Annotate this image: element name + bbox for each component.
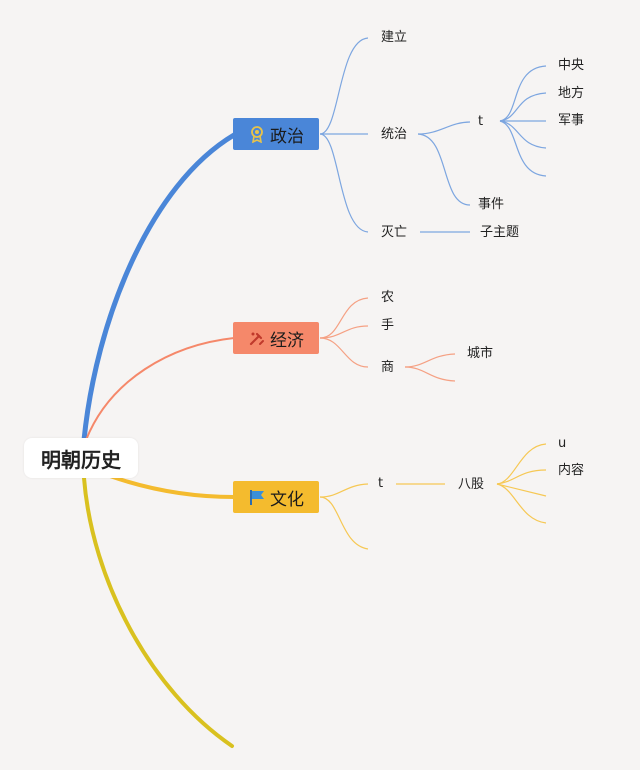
topic-fall[interactable]: 灭亡 bbox=[381, 225, 408, 240]
branch-economy[interactable]: 经济 bbox=[233, 322, 319, 354]
branch-economy-label: 经济 bbox=[270, 330, 304, 351]
topic-local[interactable]: 地方 bbox=[558, 86, 585, 101]
topic-handicraft[interactable]: 手 bbox=[381, 318, 395, 333]
connector-politics-establish bbox=[319, 37, 369, 135]
connector-root-tail bbox=[82, 476, 234, 748]
connector-commerce-empty bbox=[404, 366, 456, 382]
connector-eight-u bbox=[496, 443, 547, 485]
connector-t-central bbox=[499, 65, 547, 122]
topic-events[interactable]: 事件 bbox=[478, 197, 505, 212]
branch-culture-label: 文化 bbox=[270, 489, 304, 510]
root-topic[interactable]: 明朝历史 bbox=[24, 438, 138, 478]
connector-eight-content bbox=[496, 469, 547, 485]
branch-politics-label: 政治 bbox=[270, 126, 304, 147]
connector-economy-agriculture bbox=[319, 297, 369, 339]
connector-root-economy bbox=[85, 337, 235, 441]
topic-eight-legged[interactable]: 八股 bbox=[458, 477, 485, 492]
connector-eight-empty-2 bbox=[496, 483, 547, 524]
topic-culture-t[interactable]: t bbox=[378, 476, 384, 491]
topic-content[interactable]: 内容 bbox=[558, 463, 585, 478]
connector-t-empty-2 bbox=[499, 120, 547, 177]
topic-subtopic[interactable]: 子主题 bbox=[480, 225, 520, 240]
connector-root-politics bbox=[81, 132, 237, 443]
connector-economy-commerce bbox=[319, 337, 369, 368]
connector-root-culture bbox=[109, 474, 235, 499]
topic-rule-t[interactable]: t bbox=[478, 114, 484, 129]
connector-commerce-city bbox=[404, 353, 456, 368]
topic-establish[interactable]: 建立 bbox=[381, 30, 408, 45]
topic-rule[interactable]: 统治 bbox=[381, 127, 408, 142]
flag-icon bbox=[248, 488, 266, 506]
topic-military[interactable]: 军事 bbox=[558, 113, 585, 128]
connector-rule-t bbox=[417, 121, 471, 135]
medal-icon bbox=[248, 125, 266, 144]
tools-icon bbox=[248, 329, 266, 347]
topic-central[interactable]: 中央 bbox=[558, 58, 585, 73]
connector-eight-empty-1 bbox=[496, 483, 547, 497]
connector-politics-fall bbox=[319, 133, 369, 233]
connector-culture-t bbox=[319, 483, 369, 498]
connector-culture-empty bbox=[319, 496, 369, 550]
topic-agriculture[interactable]: 农 bbox=[381, 290, 395, 305]
connector-economy-handicraft bbox=[319, 325, 369, 339]
connector-t-empty-1 bbox=[499, 120, 547, 149]
connector-t-local bbox=[499, 92, 547, 122]
root-topic-label: 明朝历史 bbox=[41, 447, 121, 472]
branch-politics[interactable]: 政治 bbox=[233, 118, 319, 150]
topic-u[interactable]: u bbox=[558, 436, 567, 451]
connector-rule-events bbox=[417, 133, 471, 206]
topic-commerce[interactable]: 商 bbox=[381, 360, 395, 375]
branch-culture[interactable]: 文化 bbox=[233, 481, 319, 513]
topic-city[interactable]: 城市 bbox=[467, 346, 494, 361]
